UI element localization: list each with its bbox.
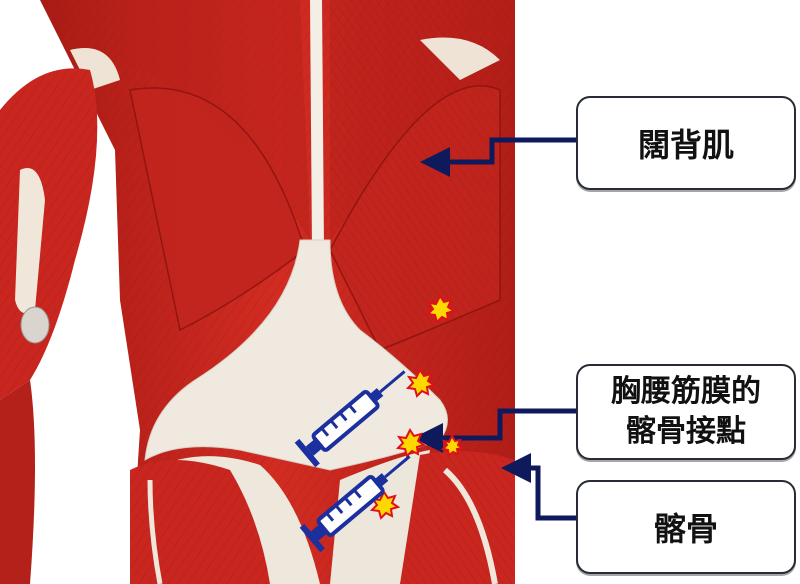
arrow-ilium [501,453,576,521]
gluteal-muscles [130,451,515,584]
label-fascia-line2: 髂骨接點 [626,414,746,449]
pain-burst-icon [405,368,437,398]
arrow-latissimus [420,137,576,177]
syringe-icon [294,370,406,468]
callout-fascia-iliac: 胸腰筋膜的 髂骨接點 [576,364,796,460]
label-fascia-line1: 胸腰筋膜的 [611,374,761,409]
pain-burst-icon [440,433,465,457]
label-ilium: 髂骨 [653,510,718,548]
pain-burst-icon [395,428,427,458]
syringe-icon [299,455,411,553]
callout-arrows [413,137,576,521]
callout-latissimus: 闊背肌 [576,96,796,190]
arrow-fascia [413,408,576,453]
pain-burst-icon [425,294,457,324]
left-arm [0,68,98,584]
pain-bursts [369,294,465,520]
label-latissimus: 闊背肌 [637,126,734,164]
callout-ilium: 髂骨 [576,480,796,574]
